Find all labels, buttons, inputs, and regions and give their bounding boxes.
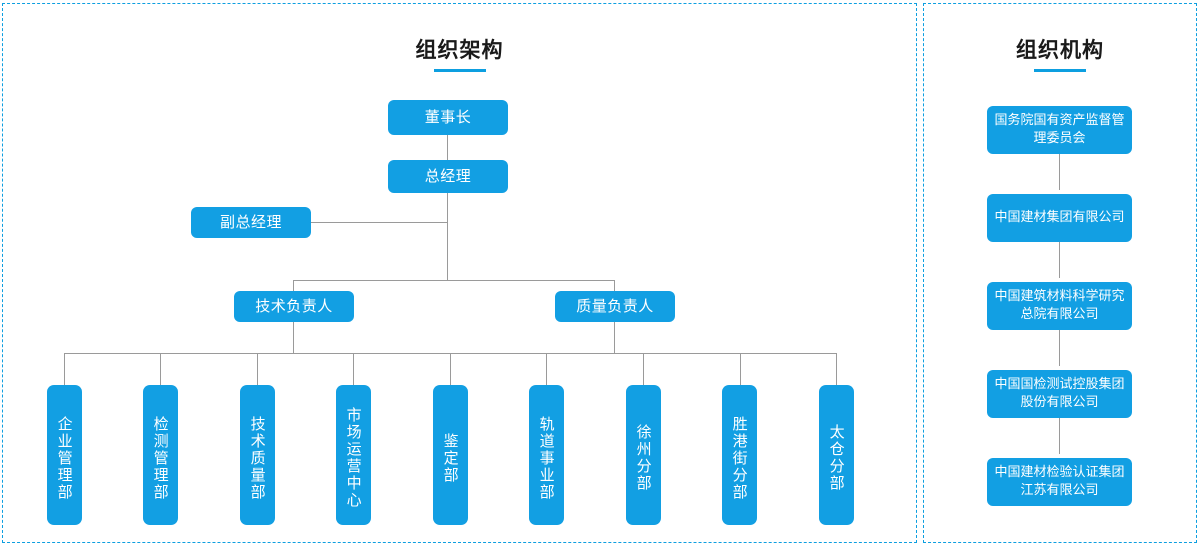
connector-entity-3-to-4 [1059,330,1060,366]
node-entity-ctc-jiangsu[interactable]: 中国建材检验认证集团江苏有限公司 [987,458,1132,506]
node-entity-sasac[interactable]: 国务院国有资产监督管理委员会 [987,106,1132,154]
node-quality-director[interactable]: 质量负责人 [555,291,675,322]
entities-title-underline [1034,69,1086,72]
node-technical-director[interactable]: 技术负责人 [234,291,354,322]
node-department-shenggangjie-branch[interactable]: 胜港街分部 [722,385,757,525]
node-entity-cnbm-group[interactable]: 中国建材集团有限公司 [987,194,1132,242]
node-department-enterprise-management[interactable]: 企业管理部 [47,385,82,525]
node-department-appraisal[interactable]: 鉴定部 [433,385,468,525]
organization-entities-panel: 组织机构 [923,3,1197,543]
connector-department-drop-9 [836,353,837,385]
connector-technical-director-down [293,322,294,353]
connector-to-technical-director [293,280,294,292]
connector-department-drop-4 [353,353,354,385]
entities-title: 组织机构 [1016,38,1104,62]
node-general-manager[interactable]: 总经理 [388,160,508,193]
node-department-rail-transit-division[interactable]: 轨道事业部 [529,385,564,525]
connector-deputy-gm [311,222,448,223]
title-underline [433,69,486,72]
page-title: 组织架构 [415,38,504,62]
node-entity-ctc-research-institute[interactable]: 中国建筑材料科学研究总院有限公司 [987,282,1132,330]
connector-quality-director-down [614,322,615,353]
connector-department-drop-8 [740,353,741,385]
node-department-technical-quality[interactable]: 技术质量部 [240,385,275,525]
node-department-market-operations-center[interactable]: 市场运营中心 [336,385,371,525]
connector-director-rail [293,280,615,281]
connector-department-drop-6 [546,353,547,385]
node-chairman[interactable]: 董事长 [388,100,508,135]
connector-entity-4-to-5 [1059,418,1060,454]
organization-structure-panel: 组织架构 [2,3,917,543]
connector-department-drop-1 [64,353,65,385]
connector-chairman-to-gm [447,135,448,160]
node-department-testing-management[interactable]: 检测管理部 [143,385,178,525]
node-department-taicang-branch[interactable]: 太仓分部 [819,385,854,525]
connector-department-drop-7 [643,353,644,385]
node-deputy-general-manager[interactable]: 副总经理 [191,207,311,238]
connector-department-drop-2 [160,353,161,385]
connector-gm-trunk [447,188,448,280]
node-entity-ctc-holding-group[interactable]: 中国国检测试控股集团股份有限公司 [987,370,1132,418]
connector-to-quality-director [614,280,615,292]
connector-entity-1-to-2 [1059,154,1060,190]
node-department-xuzhou-branch[interactable]: 徐州分部 [626,385,661,525]
connector-department-drop-5 [450,353,451,385]
connector-department-drop-3 [257,353,258,385]
connector-entity-2-to-3 [1059,242,1060,278]
